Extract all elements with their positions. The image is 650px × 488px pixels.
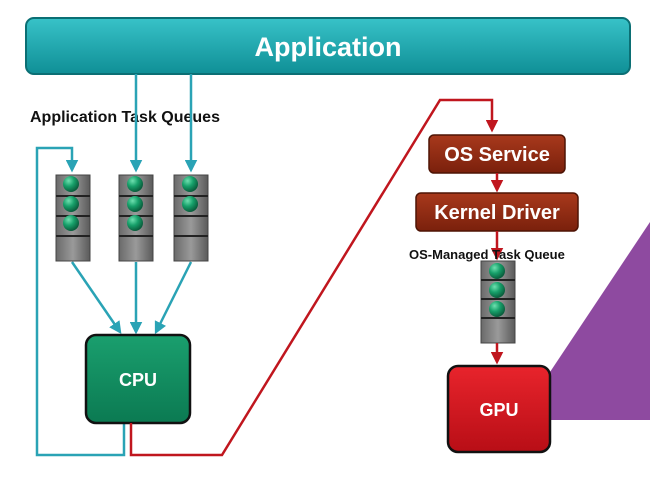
gpu-box: GPU bbox=[446, 364, 552, 454]
purple-triangle-decoration bbox=[518, 222, 650, 420]
task-item bbox=[182, 176, 198, 192]
application-bar: Application bbox=[25, 17, 631, 75]
task-item bbox=[489, 282, 505, 298]
os-service-box: OS Service bbox=[428, 134, 566, 174]
os-managed-task-queue bbox=[480, 260, 516, 344]
task-item bbox=[127, 176, 143, 192]
app-task-queue-2 bbox=[118, 174, 154, 262]
task-item bbox=[127, 215, 143, 231]
app-task-queue-3 bbox=[173, 174, 209, 262]
red-connector bbox=[129, 98, 499, 457]
application-label: Application bbox=[255, 32, 402, 62]
cpu-label: CPU bbox=[119, 370, 157, 390]
task-item bbox=[182, 196, 198, 212]
task-item bbox=[489, 301, 505, 317]
task-item bbox=[127, 196, 143, 212]
app-task-queues-label: Application Task Queues bbox=[30, 109, 220, 126]
teal-connectors bbox=[35, 74, 198, 457]
app-task-queue-1 bbox=[55, 174, 91, 262]
kernel-driver-box: Kernel Driver bbox=[415, 192, 579, 232]
task-item bbox=[63, 215, 79, 231]
cpu-box: CPU bbox=[84, 333, 192, 425]
kernel-driver-label: Kernel Driver bbox=[434, 202, 560, 224]
task-item bbox=[489, 263, 505, 279]
os-managed-task-queue-label: OS-Managed Task Queue bbox=[409, 247, 565, 262]
os-service-label: OS Service bbox=[444, 144, 550, 166]
task-item bbox=[63, 196, 79, 212]
task-item bbox=[63, 176, 79, 192]
gpu-label: GPU bbox=[479, 400, 518, 420]
